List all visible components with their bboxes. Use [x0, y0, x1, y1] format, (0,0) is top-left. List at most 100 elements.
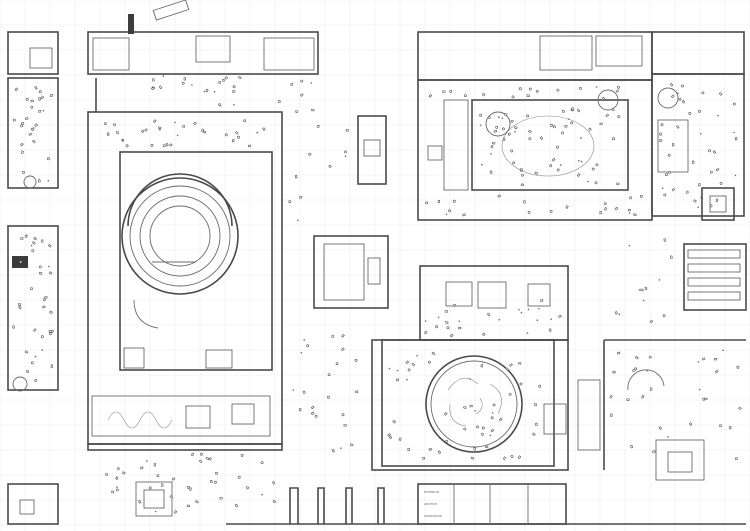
plant-mark [667, 436, 669, 438]
plant-mark [33, 127, 35, 129]
seat-mark [561, 109, 565, 113]
seat-mark [445, 439, 449, 443]
seat-mark [719, 424, 722, 428]
furniture-piece [299, 93, 304, 97]
seat-mark [260, 461, 264, 465]
furniture-piece [151, 86, 155, 91]
furniture-piece [599, 122, 603, 126]
furniture-piece [411, 362, 416, 367]
furniture-piece [234, 131, 239, 135]
furniture-piece [520, 183, 524, 186]
furniture-piece [354, 390, 359, 394]
seat-mark [507, 132, 511, 136]
furniture-piece [32, 241, 36, 245]
furniture-piece [405, 360, 410, 365]
furniture-piece [25, 117, 29, 120]
plant-mark [733, 131, 735, 134]
furniture-piece [40, 239, 44, 243]
furniture-piece [676, 125, 680, 129]
furniture-piece [627, 208, 631, 212]
seat-mark [449, 90, 453, 93]
furniture-piece [611, 107, 615, 112]
shop-sign-2: ARCHIVE [424, 502, 437, 506]
furniture-piece [626, 398, 630, 401]
plant-mark [489, 434, 492, 437]
seat-mark [200, 452, 203, 456]
furniture-piece [138, 499, 142, 504]
seat-mark [326, 395, 330, 399]
furniture-piece [198, 459, 203, 464]
seat-mark [224, 76, 228, 80]
furniture-piece [634, 355, 639, 360]
plant-mark [700, 133, 702, 135]
furniture-piece [715, 198, 719, 202]
furniture-piece [487, 312, 491, 317]
seat-mark [389, 436, 393, 439]
seat-mark [115, 488, 119, 492]
furniture-piece [491, 141, 496, 145]
plant-mark [213, 91, 216, 93]
plant-mark [159, 128, 161, 131]
plant-mark [479, 124, 482, 127]
seat-mark [698, 109, 701, 113]
seat-mark [335, 362, 339, 366]
seat-mark [526, 114, 530, 118]
north-west-building [87, 0, 319, 112]
furniture-piece [294, 175, 298, 179]
plant-mark [396, 369, 399, 372]
seat-mark [237, 475, 241, 479]
furniture-piece [173, 510, 178, 514]
seat-mark [510, 455, 514, 458]
seat-mark [648, 355, 652, 359]
shop-sign-1: EXHIBITIO [424, 490, 440, 494]
furniture-piece [298, 195, 303, 199]
furniture-piece [669, 255, 673, 259]
plant-mark [580, 160, 583, 163]
furniture-piece [202, 130, 207, 134]
seat-mark [538, 384, 542, 388]
seat-mark [561, 131, 564, 135]
furniture-piece [535, 422, 538, 427]
plant-mark [154, 510, 157, 513]
plant-mark [34, 355, 37, 358]
furniture-piece [49, 310, 53, 314]
seat-mark [701, 91, 705, 95]
seat-mark [327, 373, 331, 377]
seat-mark [629, 196, 633, 200]
seat-mark [38, 265, 42, 269]
furniture-piece [18, 303, 22, 306]
plant-mark [700, 196, 702, 199]
seat-mark [660, 123, 664, 127]
furniture-piece [649, 319, 654, 324]
furniture-piece [652, 450, 656, 454]
furniture-piece [490, 144, 494, 149]
furniture-piece [734, 137, 738, 141]
seat-mark [277, 100, 281, 103]
seat-mark [521, 173, 524, 177]
furniture-piece [697, 183, 701, 187]
furniture-piece [497, 194, 501, 198]
seat-mark [30, 361, 34, 365]
seat-mark [512, 161, 516, 165]
seat-mark [148, 486, 152, 490]
furniture-piece [633, 213, 637, 217]
furniture-piece [387, 433, 391, 437]
furniture-piece [490, 428, 495, 433]
furniture-piece [442, 90, 446, 93]
plant-mark [340, 447, 342, 450]
seat-mark [510, 149, 514, 153]
seat-mark [634, 367, 638, 371]
plant-mark [498, 318, 501, 321]
seat-mark [215, 471, 218, 475]
furniture-piece [738, 406, 742, 411]
furniture-piece [498, 417, 503, 422]
seat-mark [579, 87, 582, 90]
seat-mark [603, 202, 607, 206]
furniture-piece [21, 150, 24, 154]
seat-mark [685, 190, 689, 194]
seat-mark [104, 122, 107, 126]
furniture-piece [614, 206, 619, 211]
furniture-piece [444, 310, 448, 313]
seat-mark [344, 150, 347, 154]
